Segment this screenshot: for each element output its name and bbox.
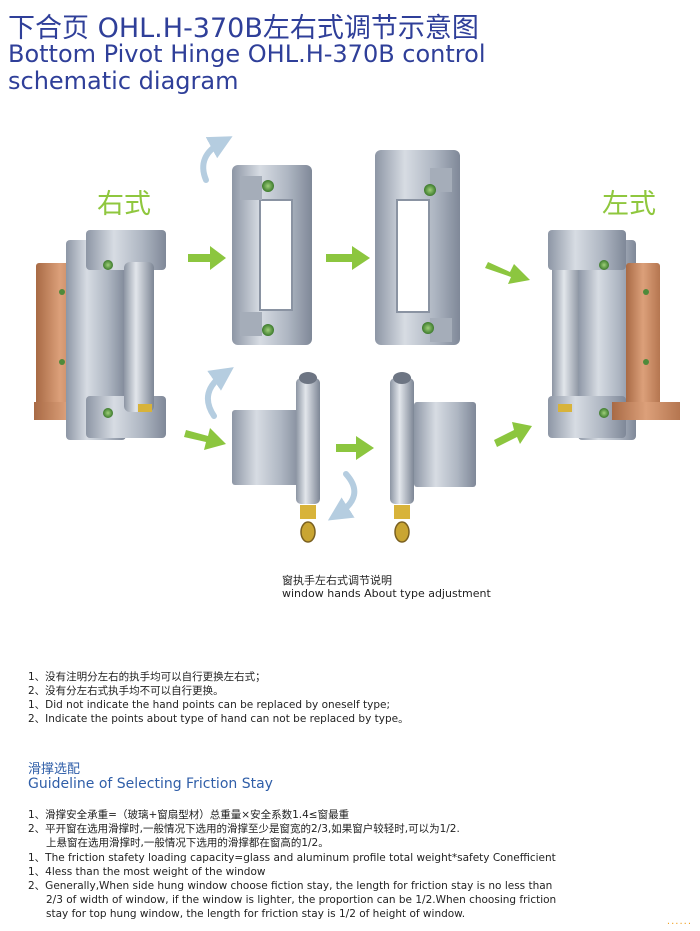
diagram-caption-cn: 窗执手左右式调节说明: [282, 574, 392, 587]
friction-line: 上悬窗在选用滑撑时,一般情况下选用的滑撑都在窗高的1/2。: [46, 837, 329, 849]
friction-line: 2、平开窗在选用滑撑时,一般情况下选用的滑撑至少是窗宽的2/3,如果窗户较轻时,…: [28, 823, 460, 835]
note-line: 2、Indicate the points about type of hand…: [28, 713, 409, 725]
page-title-en-line2: schematic diagram: [8, 67, 239, 95]
friction-line: 2/3 of width of window, if the window is…: [46, 894, 557, 906]
assembled-hinge-right-type: [34, 230, 166, 440]
green-screw: [103, 260, 113, 270]
hinge-pin: [124, 262, 154, 412]
friction-line: 1、The friction stafety loading capacity=…: [28, 852, 556, 864]
friction-line: 1、滑撑安全承重=（玻璃+窗扇型材）总重量×安全系数1.4≤窗最重: [28, 809, 350, 821]
rotate-arrows: [200, 136, 358, 521]
note-line: 1、Did not indicate the hand points can b…: [28, 699, 390, 711]
assembled-hinge-left-type: [548, 230, 680, 440]
page-title-cn: 下合页 OHL.H-370B左右式调节示意图: [8, 13, 479, 44]
diagram-caption-en: window hands About type adjustment: [282, 587, 491, 600]
green-arrow: [188, 246, 226, 270]
hinge-adjustment-diagram: [34, 136, 680, 543]
green-arrow: [494, 422, 532, 447]
green-arrow: [485, 262, 530, 284]
friction-title-cn: 滑撑选配: [28, 762, 81, 777]
note-line: 2、没有分左右式执手均不可以自行更换。: [28, 685, 224, 697]
left-type-label: 左式: [602, 189, 656, 220]
bottom-pin-leaf-1: [232, 372, 320, 543]
friction-line: 1、4less than the most weight of the wind…: [28, 866, 266, 878]
page-title-en-line1: Bottom Pivot Hinge OHL.H-370B control: [8, 40, 486, 68]
rotate-arrow: [200, 136, 233, 183]
top-leaf-exploded-1: [232, 165, 312, 345]
green-arrow: [184, 428, 226, 450]
top-leaf-exploded-2: [375, 150, 460, 345]
hinge-leaf: [66, 240, 126, 440]
green-arrow: [336, 436, 374, 460]
rotate-arrow: [327, 471, 358, 521]
decorative-dots: ......: [666, 916, 692, 927]
right-type-label: 右式: [97, 189, 151, 220]
rotate-arrow: [204, 367, 234, 419]
flow-arrows: [184, 246, 532, 460]
green-arrow: [326, 246, 370, 270]
bottom-pin-leaf-2: [390, 372, 476, 543]
friction-line: 2、Generally,When side hung window choose…: [28, 880, 553, 892]
green-screw: [103, 408, 113, 418]
friction-line: stay for top hung window, the length for…: [46, 908, 466, 920]
friction-title-en: Guideline of Selecting Friction Stay: [28, 776, 273, 792]
note-line: 1、没有注明分左右的执手均可以自行更换左右式；: [28, 671, 266, 683]
